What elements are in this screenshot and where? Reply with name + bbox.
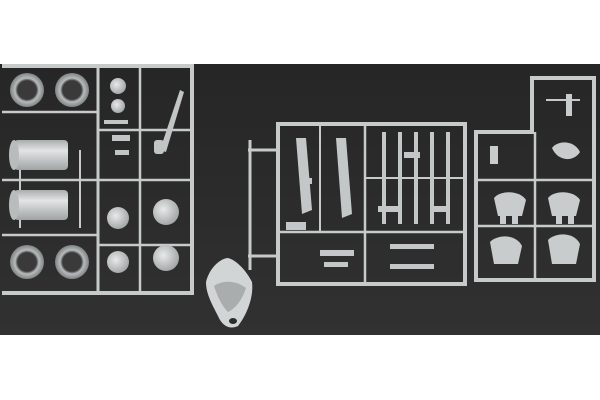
sprue-left [2,64,194,295]
wheel-discs [107,78,179,273]
sprue-middle [248,122,467,286]
sprue-right [474,76,596,282]
exhaust-rings [10,73,89,279]
nose-cone-part [206,258,253,328]
figure-parts [490,94,580,264]
small-parts-left [104,90,184,155]
cylinder-parts [9,140,68,220]
blade-parts [286,132,450,269]
